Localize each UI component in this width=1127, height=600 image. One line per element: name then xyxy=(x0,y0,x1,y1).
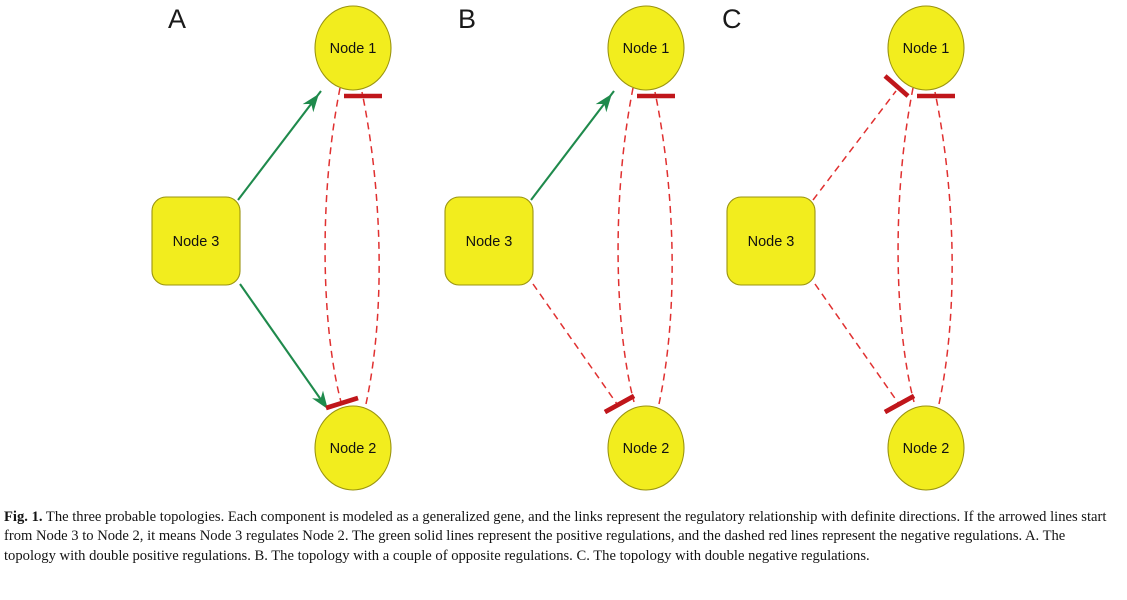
activation-line xyxy=(237,90,322,201)
node-rounded-rect-shape[interactable] xyxy=(726,196,816,286)
inhibition-line xyxy=(814,283,900,405)
arrowhead-icon xyxy=(302,93,319,113)
inhibition-line xyxy=(532,283,618,405)
edge-activate-node3-to-node1 xyxy=(530,90,615,201)
node-label: Node 3 xyxy=(466,234,513,250)
edge-inhibit-node3-to-node2 xyxy=(532,283,636,415)
node-label: Node 2 xyxy=(903,441,950,457)
inhibition-bar-icon xyxy=(325,395,359,411)
inhibition-bar-icon xyxy=(883,393,916,415)
inhibition-line xyxy=(897,87,915,403)
node-label: Node 3 xyxy=(173,234,220,250)
edge-inhibit-node2-to-node1 xyxy=(917,91,955,405)
node-node1[interactable]: Node 1 xyxy=(314,5,392,91)
node-node2[interactable]: Node 2 xyxy=(607,405,685,491)
figure-diagram-area: A Node 1 Node 2 Node 3 B Node 1 Node 2 Node 3 C N… xyxy=(151,4,965,491)
node-label: Node 1 xyxy=(903,41,950,57)
inhibition-line xyxy=(617,87,635,403)
panel-c: C Node 1 Node 2 Node 3 xyxy=(722,4,965,491)
inhibition-bar-icon xyxy=(883,74,910,98)
inhibition-line xyxy=(812,90,897,201)
node-ellipse-shape[interactable] xyxy=(887,5,965,91)
edge-inhibit-node1-to-node2 xyxy=(883,87,916,415)
node-label: Node 2 xyxy=(330,441,377,457)
node-label: Node 3 xyxy=(748,234,795,250)
node-node1[interactable]: Node 1 xyxy=(607,5,685,91)
node-node3[interactable]: Node 3 xyxy=(444,196,534,286)
node-label: Node 1 xyxy=(623,41,670,57)
node-node3[interactable]: Node 3 xyxy=(726,196,816,286)
panel-a: A Node 1 Node 2 Node 3 xyxy=(151,4,392,491)
panel-letter-a: A xyxy=(168,4,186,34)
arrowhead-icon xyxy=(595,93,612,113)
node-ellipse-shape[interactable] xyxy=(607,405,685,491)
node-rounded-rect-shape[interactable] xyxy=(444,196,534,286)
edge-inhibit-node1-to-node2 xyxy=(603,87,636,415)
panel-b: B Node 1 Node 2 Node 3 xyxy=(444,4,685,491)
inhibition-line xyxy=(934,91,953,405)
edge-inhibit-node3-to-node1 xyxy=(812,74,910,201)
edge-activate-node3-to-node1 xyxy=(237,90,322,201)
inhibition-line xyxy=(654,91,673,405)
edge-inhibit-node1-to-node2 xyxy=(324,87,359,411)
node-node2[interactable]: Node 2 xyxy=(314,405,392,491)
node-node3[interactable]: Node 3 xyxy=(151,196,241,286)
node-label: Node 1 xyxy=(330,41,377,57)
panel-letter-c: C xyxy=(722,4,742,34)
node-label: Node 2 xyxy=(623,441,670,457)
caption-text: The three probable topologies. Each comp… xyxy=(4,509,1107,564)
node-ellipse-shape[interactable] xyxy=(314,5,392,91)
inhibition-line xyxy=(324,87,342,403)
caption-figure-number: Fig. 1. xyxy=(4,509,43,525)
node-ellipse-shape[interactable] xyxy=(607,5,685,91)
edge-inhibit-node2-to-node1 xyxy=(637,91,675,405)
node-rounded-rect-shape[interactable] xyxy=(151,196,241,286)
node-ellipse-shape[interactable] xyxy=(314,405,392,491)
inhibition-line xyxy=(361,91,380,405)
node-node2[interactable]: Node 2 xyxy=(887,405,965,491)
activation-line xyxy=(239,283,325,405)
activation-line xyxy=(530,90,615,201)
inhibition-bar-icon xyxy=(603,393,636,415)
panel-letter-b: B xyxy=(458,4,476,34)
figure-caption: Fig. 1. The three probable topologies. E… xyxy=(0,508,1119,566)
topology-diagram-svg: A Node 1 Node 2 Node 3 B Node 1 Node 2 Node 3 C N… xyxy=(151,4,965,491)
edge-activate-node3-to-node2 xyxy=(239,283,328,410)
edge-inhibit-node2-to-node1 xyxy=(344,91,382,405)
node-node1[interactable]: Node 1 xyxy=(887,5,965,91)
arrowhead-icon xyxy=(312,390,328,410)
node-ellipse-shape[interactable] xyxy=(887,405,965,491)
